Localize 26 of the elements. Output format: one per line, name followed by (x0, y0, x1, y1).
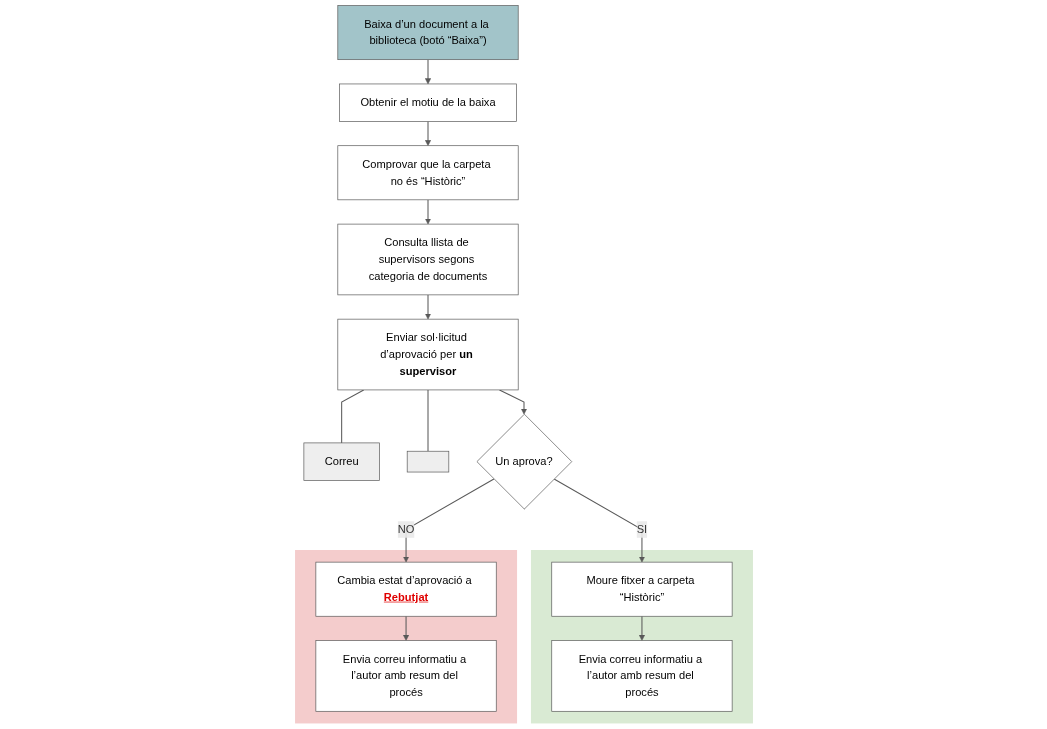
cluster (530, 550, 753, 724)
node-box: Obtenir el motiu de la baixa (338, 83, 517, 122)
connector (427, 389, 429, 452)
node-box: Comprovar que la carpeta no és “Històric” (336, 145, 519, 201)
edge-label: NO (397, 523, 414, 536)
node-box: Baixa d’un document a la biblioteca (botó “Baixa”) (336, 5, 519, 60)
arrow (402, 478, 494, 563)
node-box: Consulta llista de supervisors segons categoria de documents (336, 223, 519, 296)
node-box: Correu (303, 442, 380, 481)
connector (340, 389, 364, 444)
node-box: Moure fitxer a carpeta “Històric” (550, 561, 732, 617)
node-box: Cambia estat d’aprovació a Rebutjat (315, 561, 497, 617)
arrow (424, 294, 431, 320)
cluster (294, 550, 517, 724)
arrow (402, 615, 409, 641)
node-box: Envia correu informatiu a l’autor amb resum del procés (315, 640, 497, 712)
node-box: Envia correu informatiu a l’autor amb resum del procés (550, 640, 732, 712)
arrow (553, 478, 645, 563)
arrow (424, 199, 431, 225)
arrow (424, 120, 431, 146)
edge-label: SI (636, 523, 647, 536)
node-box: Enviar sol·licitud d’aprovació per un supervisor (336, 318, 519, 391)
arrow (424, 59, 431, 85)
arrow (638, 615, 645, 641)
node-box (406, 450, 449, 473)
node-diamond: Un aprova? (476, 413, 572, 510)
